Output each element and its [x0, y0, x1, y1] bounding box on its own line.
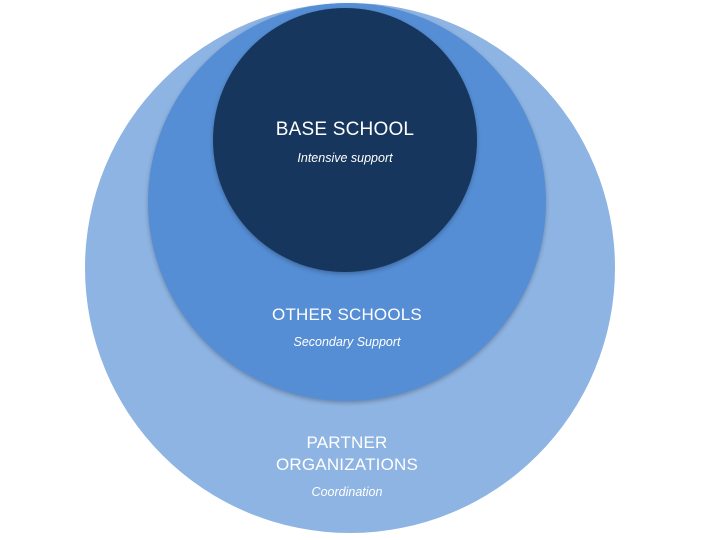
other-schools-subtitle: Secondary Support [293, 335, 401, 349]
partner-organizations-title-line1: PARTNER [306, 433, 388, 452]
base-school-label: BASE SCHOOL Intensive support [195, 118, 495, 166]
other-schools-label: OTHER SCHOOLS Secondary Support [197, 304, 497, 350]
base-school-subtitle: Intensive support [297, 151, 393, 165]
partner-organizations-label: PARTNER ORGANIZATIONS Coordination [197, 432, 497, 500]
partner-organizations-title-line2: ORGANIZATIONS [275, 455, 419, 474]
partner-organizations-subtitle: Coordination [311, 485, 383, 499]
base-school-title: BASE SCHOOL [275, 119, 415, 140]
other-schools-title: OTHER SCHOOLS [272, 305, 422, 324]
base-school-circle [213, 8, 477, 272]
